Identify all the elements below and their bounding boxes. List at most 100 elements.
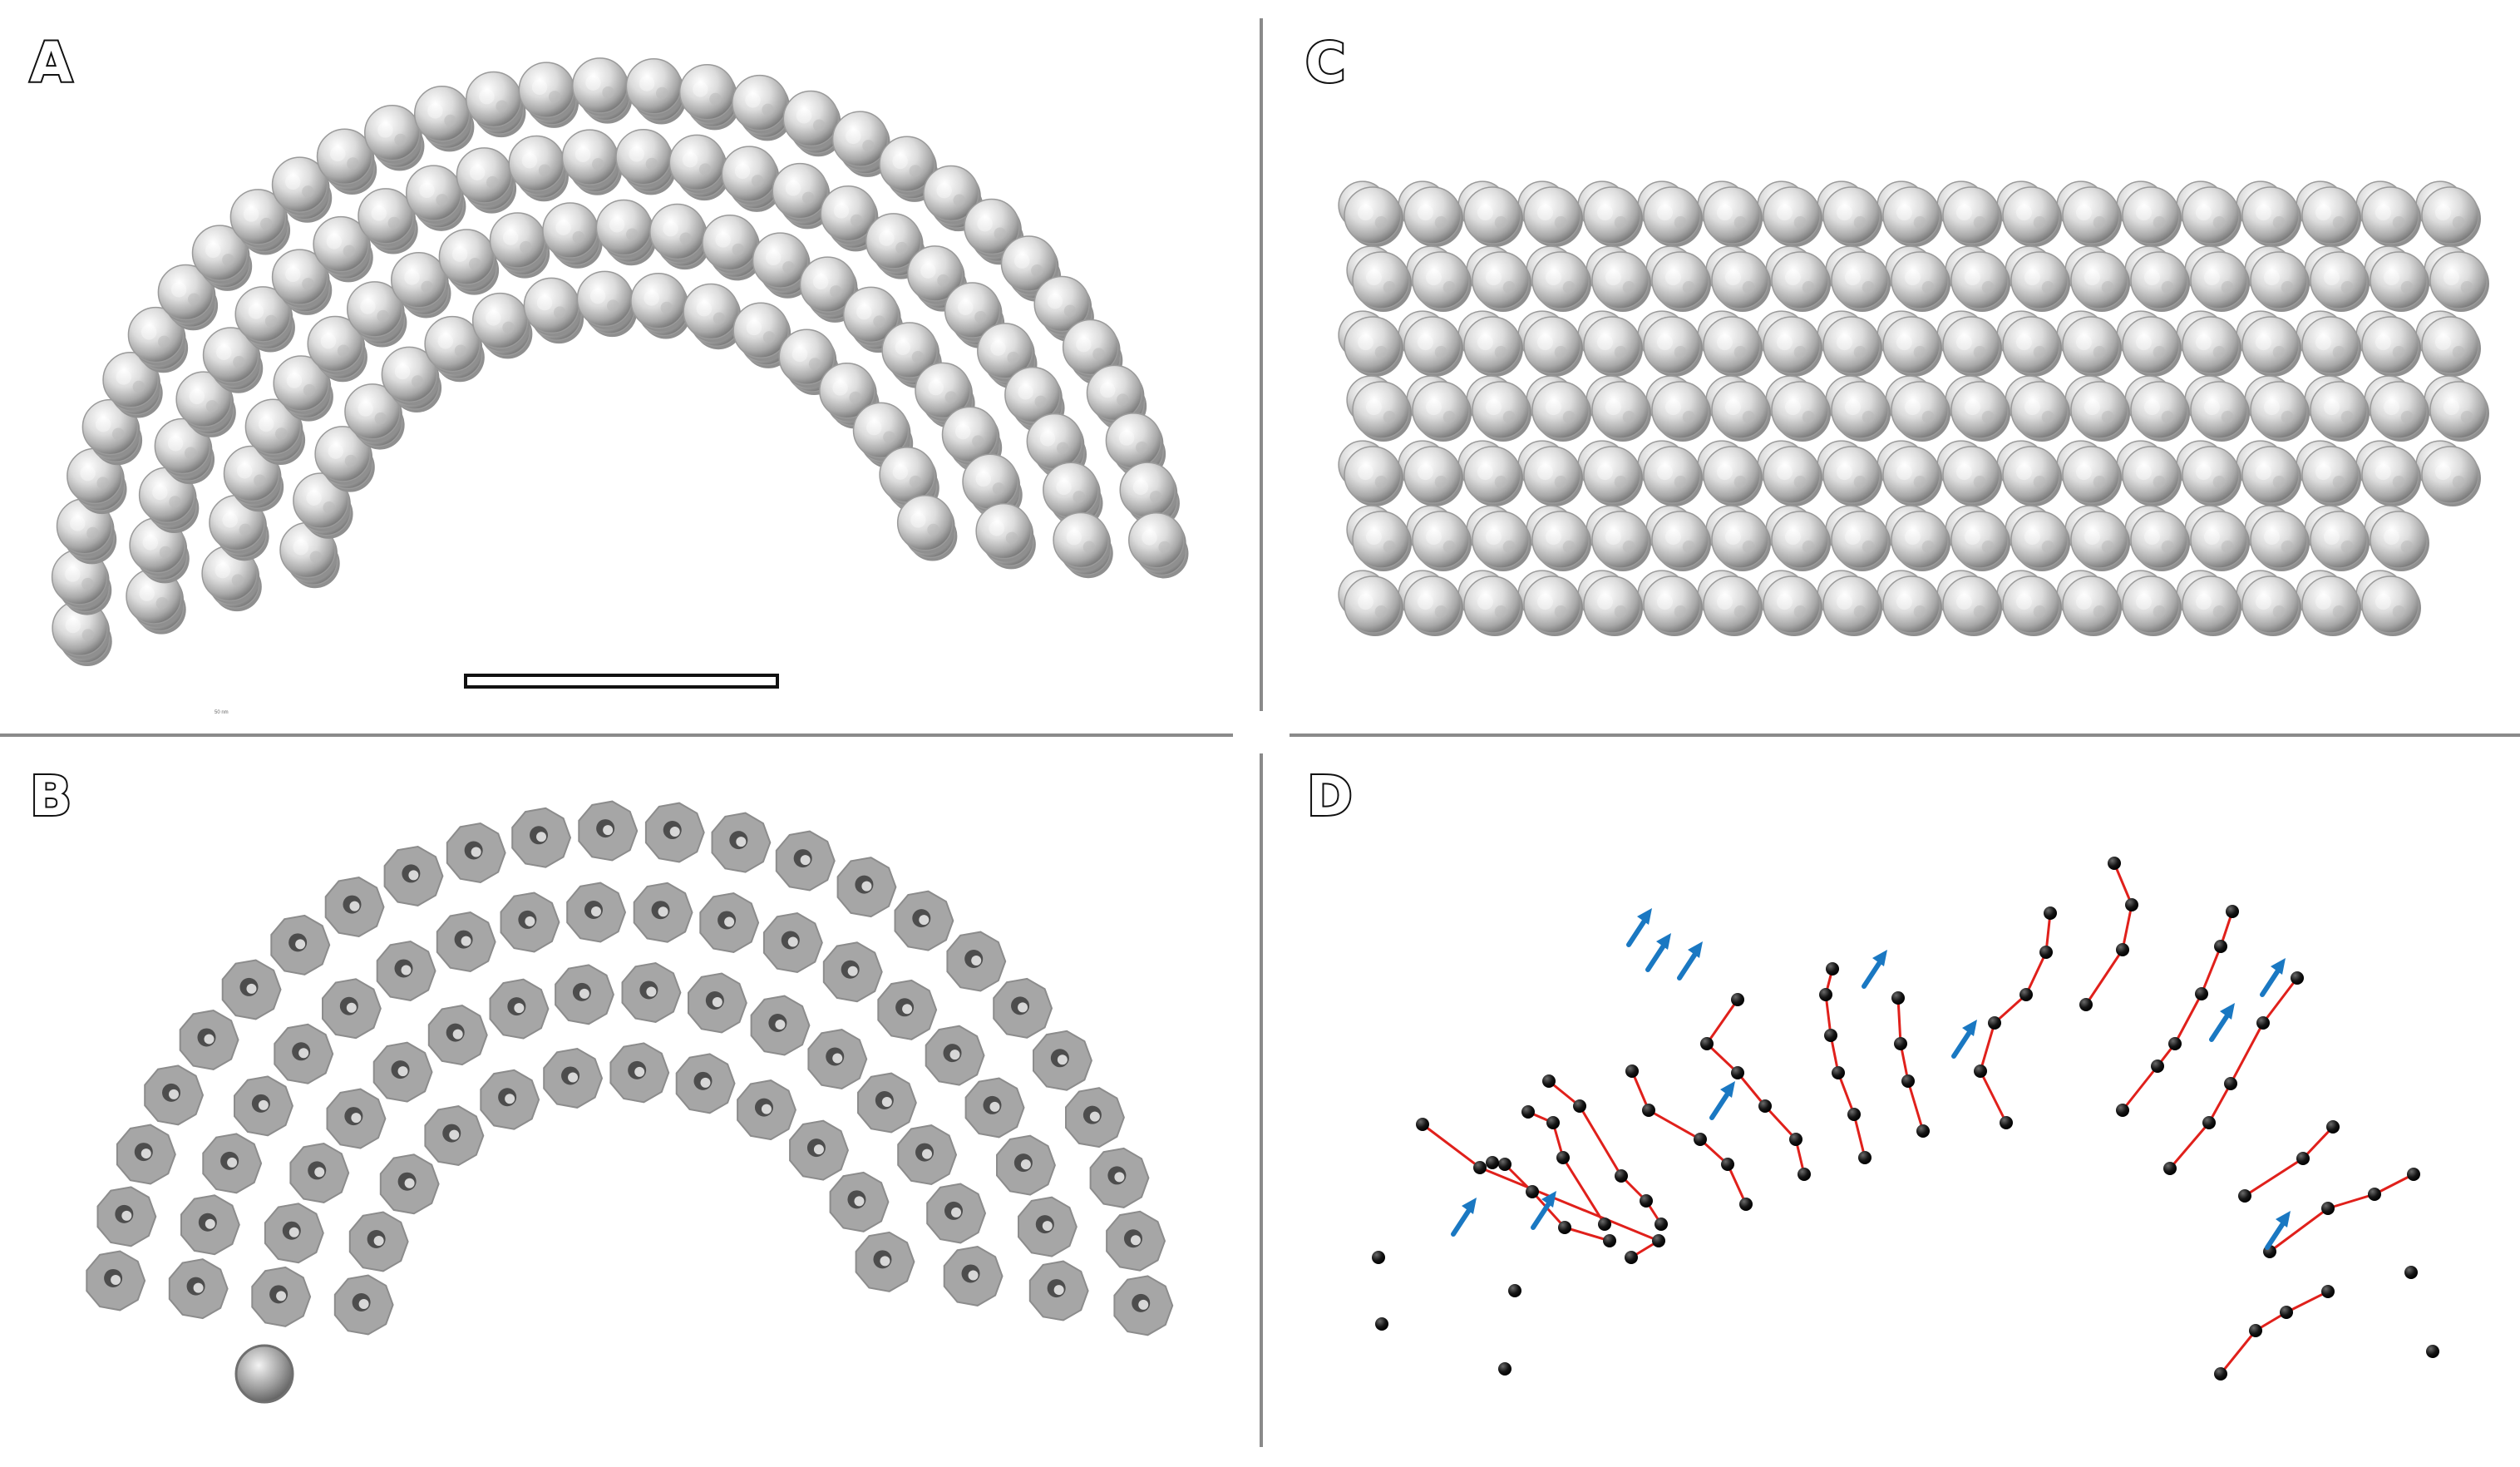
link-d-10: [2121, 911, 2234, 1111]
subunit-c-5-15: [2250, 511, 2310, 571]
arrow-up-right-icon: [1709, 1081, 1735, 1120]
subunit-c-5-6: [1711, 511, 1771, 571]
node-d-4-3: [1642, 1104, 1655, 1117]
subunit-a-0-4: [81, 398, 141, 458]
subunit-a-2-18: [915, 362, 973, 422]
link-d-13: [2269, 1173, 2414, 1253]
subunit-c-6-7: [1763, 575, 1822, 636]
subunit-a-1-21: [944, 282, 1003, 342]
subunit-c-1-10: [1950, 251, 2010, 312]
node-d-9-2: [2125, 898, 2138, 911]
subunit-c-2-3: [1523, 316, 1583, 377]
slice-b-0-16: [894, 890, 954, 951]
subunit-a-3-1: [293, 472, 351, 532]
panel-c-label: C: [1305, 31, 1345, 95]
subunit-c-0-1: [1403, 186, 1463, 247]
subunit-c-6-6: [1703, 575, 1763, 636]
subunit-a-2-16: [842, 286, 901, 346]
subunit-a-0-13: [413, 85, 472, 145]
subunit-a-3-15: [879, 447, 938, 506]
slice-b-0-6: [270, 914, 331, 976]
subunit-c-4-4: [1583, 446, 1643, 506]
slice-b-0-11: [578, 800, 639, 862]
node-d-1-4: [1486, 1156, 1499, 1169]
slice-b-3-2: [379, 1153, 440, 1215]
subunit-c-2-18: [2421, 316, 2481, 377]
subunit-c-6-13: [2122, 575, 2182, 636]
node-d-10-1: [2151, 1060, 2164, 1073]
subunit-a-0-16: [571, 57, 630, 116]
subunit-c-0-4: [1583, 186, 1643, 247]
subunit-a-2-4: [273, 355, 332, 414]
subunit-a-3-5: [424, 315, 483, 375]
panel-d-arrows: [1451, 908, 2291, 1250]
node-d-9-1: [2116, 943, 2129, 956]
subunit-c-3-0: [1352, 381, 1412, 442]
link-d-7: [1896, 997, 1925, 1132]
node-d-11-4: [2291, 971, 2304, 985]
slice-b-0-20: [1065, 1087, 1125, 1148]
slice-b-3-6: [609, 1042, 670, 1104]
subunit-c-6-2: [1463, 575, 1523, 636]
subunit-a-0-5: [102, 352, 161, 411]
link-d-12: [2244, 1125, 2335, 1198]
slice-b-1-17: [996, 1134, 1056, 1196]
node-d-6-3: [1824, 1029, 1837, 1042]
slice-b-1-11: [699, 892, 760, 953]
slice-b-1-6: [376, 940, 436, 1001]
subunit-a-0-11: [316, 128, 375, 188]
subunit-c-5-7: [1771, 511, 1831, 571]
subunit-a-1-3: [154, 417, 213, 477]
panel-b-slices: [86, 800, 1174, 1336]
panel-d-links: [1422, 862, 2414, 1375]
subunit-c-3-5: [1651, 381, 1711, 442]
subunit-c-1-16: [2310, 251, 2370, 312]
subunit-c-4-9: [1882, 446, 1942, 506]
subunit-a-0-7: [157, 264, 216, 324]
subunit-a-3-11: [732, 302, 792, 362]
node-d-0-3: [1625, 1251, 1638, 1264]
node-d-11-2: [2224, 1077, 2237, 1090]
node-d-14-2: [2280, 1306, 2293, 1319]
slice-b-1-10: [633, 882, 693, 943]
subunit-c-4-1: [1403, 446, 1463, 506]
subunit-a-0-3: [67, 447, 125, 507]
slice-b-1-5: [322, 978, 382, 1040]
subunit-c-0-16: [2301, 186, 2361, 247]
subunit-c-4-3: [1523, 446, 1583, 506]
subunit-c-0-2: [1463, 186, 1523, 247]
slice-b-1-12: [762, 911, 823, 974]
subunit-c-3-8: [1831, 381, 1891, 442]
subunit-a-0-18: [678, 63, 737, 123]
panel-b-knot: [234, 1344, 294, 1404]
node-d-12-2: [2326, 1120, 2340, 1134]
node-d-6-2: [1832, 1066, 1845, 1079]
subunit-c-4-7: [1763, 446, 1822, 506]
arrow-up-right-icon: [1951, 1020, 1977, 1059]
subunit-a-1-16: [721, 146, 780, 205]
subunit-c-5-14: [2190, 511, 2250, 571]
subunit-c-6-1: [1403, 575, 1463, 636]
node-d-8-0: [2000, 1116, 2013, 1129]
slice-b-0-19: [1033, 1030, 1092, 1091]
node-d-1-3: [1498, 1158, 1512, 1171]
panel-d-nodes: [1372, 857, 2439, 1381]
subunit-c-0-0: [1344, 186, 1403, 247]
slice-b-0-4: [179, 1009, 239, 1070]
node-d-isolated-5: [2426, 1345, 2439, 1358]
subunit-c-3-16: [2310, 381, 2370, 442]
node-d-6-1: [1847, 1108, 1861, 1121]
slice-b-2-10: [750, 995, 811, 1056]
subunit-c-4-8: [1822, 446, 1882, 506]
subunit-a-2-6: [346, 281, 405, 340]
subunit-a-0-14: [465, 71, 524, 131]
slice-b-3-0: [333, 1274, 394, 1336]
subunit-a-0-19: [732, 74, 790, 134]
slice-b-1-0: [168, 1258, 229, 1320]
slice-b-2-14: [926, 1183, 987, 1244]
subunit-c-4-15: [2241, 446, 2301, 506]
slice-b-0-17: [946, 931, 1007, 992]
node-d-13-3: [2407, 1168, 2420, 1181]
subunit-a-3-8: [576, 270, 635, 330]
subunit-c-1-0: [1352, 251, 1412, 312]
